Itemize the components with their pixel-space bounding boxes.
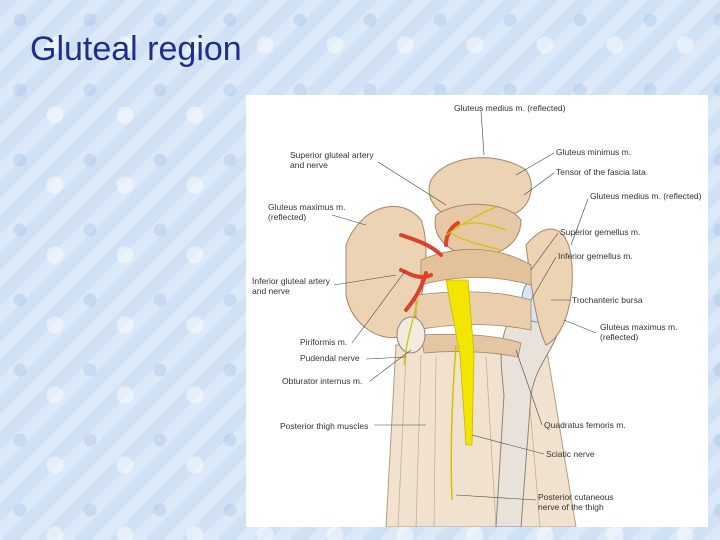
gemelli-obturator-muscles bbox=[415, 291, 532, 331]
label-gluteus-maximus-right-2: (reflected) bbox=[600, 332, 638, 342]
label-superior-gluteal-2: and nerve bbox=[290, 160, 328, 170]
label-posterior-thigh: Posterior thigh muscles bbox=[280, 421, 368, 431]
label-quadratus-femoris: Quadratus femoris m. bbox=[544, 420, 626, 430]
label-inferior-gluteal-2: and nerve bbox=[252, 286, 290, 296]
gluteal-anatomy-illustration: Gluteus medius m. (reflected) Superior g… bbox=[252, 103, 702, 527]
label-obturator-internus: Obturator internus m. bbox=[282, 376, 362, 386]
gluteus-minimus-muscle bbox=[434, 203, 522, 257]
label-leader-lines bbox=[331, 110, 597, 501]
gluteal-arteries bbox=[399, 221, 460, 312]
anatomy-figure: Gluteus medius m. (reflected) Superior g… bbox=[246, 95, 708, 527]
label-gluteus-maximus-left-2: (reflected) bbox=[268, 212, 306, 222]
label-sciatic: Sciatic nerve bbox=[546, 449, 595, 459]
gluteus-medius-muscle bbox=[428, 157, 532, 216]
label-inferior-gluteal-1: Inferior gluteal artery bbox=[252, 276, 331, 286]
label-pudendal: Pudendal nerve bbox=[300, 353, 360, 363]
obturator-internus-tendon bbox=[396, 316, 426, 354]
superior-gluteal-nerve-branches bbox=[445, 206, 507, 251]
label-superior-gemellus: Superior gemellus m. bbox=[560, 227, 640, 237]
label-posterior-cutaneous-1: Posterior cutaneous bbox=[538, 492, 614, 502]
sciatic-nerve bbox=[445, 279, 475, 446]
label-superior-gluteal-1: Superior gluteal artery bbox=[290, 150, 374, 160]
gluteus-maximus-right-muscle bbox=[525, 228, 573, 346]
label-tensor-fascia: Tensor of the fascia lata bbox=[556, 167, 646, 177]
piriformis-muscle bbox=[420, 248, 532, 286]
posterior-cutaneous-nerve bbox=[450, 344, 457, 501]
label-inferior-gemellus: Inferior gemellus m. bbox=[558, 251, 633, 261]
label-gluteus-maximus-left-1: Gluteus maximus m. bbox=[268, 202, 345, 212]
label-gluteus-maximus-right-1: Gluteus maximus m. bbox=[600, 322, 677, 332]
label-gluteus-minimus: Gluteus minimus m. bbox=[556, 147, 631, 157]
label-posterior-cutaneous-2: nerve of the thigh bbox=[538, 502, 604, 512]
label-piriformis: Piriformis m. bbox=[300, 337, 347, 347]
label-gluteus-medius-top: Gluteus medius m. (reflected) bbox=[454, 103, 566, 113]
label-gluteus-medius-right: Gluteus medius m. (reflected) bbox=[590, 191, 702, 201]
slide-title: Gluteal region bbox=[30, 30, 242, 68]
pudendal-nerve-line bbox=[403, 299, 419, 366]
label-trochanteric-bursa: Trochanteric bursa bbox=[572, 295, 643, 305]
